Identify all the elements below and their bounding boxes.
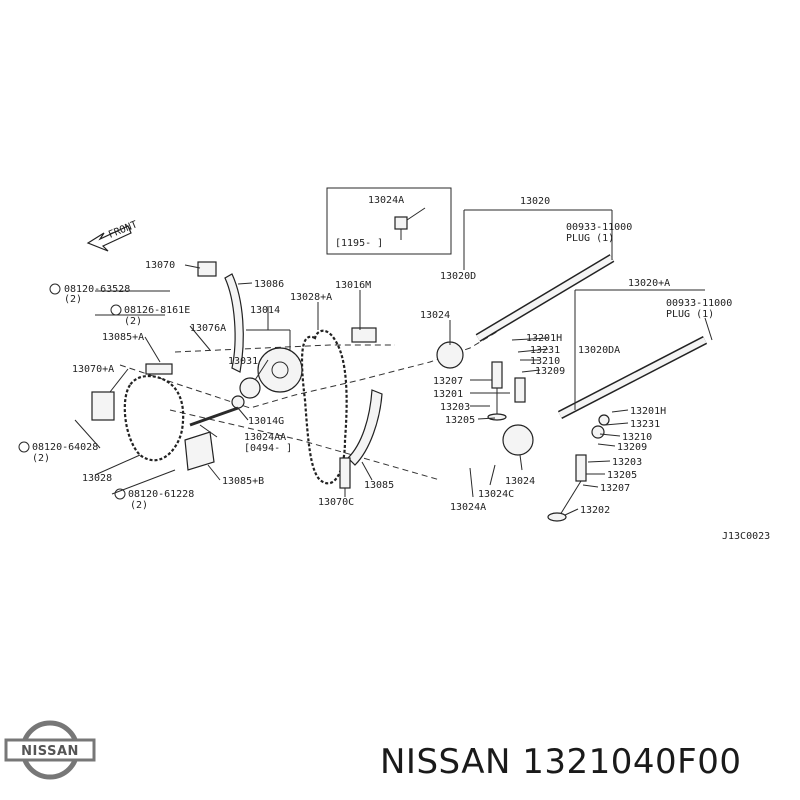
label-13205-b: 13205 xyxy=(607,470,637,481)
front-label: FRONT xyxy=(107,219,139,240)
label-13020D: 13020D xyxy=(440,271,476,282)
logo-text: NISSAN xyxy=(21,744,79,759)
guide-13085 xyxy=(347,389,383,466)
chain-guide-13086 xyxy=(224,273,244,373)
tensioner-13070 xyxy=(197,261,217,277)
label-13209-b: 13209 xyxy=(617,442,647,453)
label-13210-a: 13210 xyxy=(530,356,560,367)
label-13024AA-range: [0494- ] xyxy=(244,443,292,454)
label-13203-b: 13203 xyxy=(612,457,642,468)
bolt-13024AA xyxy=(189,406,239,427)
part-13016M xyxy=(351,327,377,343)
label-13203-a: 13203 xyxy=(440,402,470,413)
label-13201H-a: 13201H xyxy=(526,333,562,344)
label-08120-61228: 08120-61228 xyxy=(128,489,194,500)
sprocket-13014 xyxy=(257,347,303,393)
label-13086: 13086 xyxy=(254,279,284,290)
label-08120-64028: 08120-64028 xyxy=(32,442,98,453)
label-13210-b: 13210 xyxy=(622,432,652,443)
label-plug2-text: PLUG (1) xyxy=(666,309,714,320)
part-number-caption: NISSAN 1321040F00 xyxy=(380,742,742,782)
label-13024: 13024 xyxy=(420,310,450,321)
label-13031: 13031 xyxy=(228,356,258,367)
sprocket-13014G xyxy=(231,395,245,409)
dashed-outline-upper xyxy=(174,344,395,353)
label-08120-64028-qty: (2) xyxy=(32,453,50,464)
dashed-outline xyxy=(119,329,501,409)
bolt-symbol-icon xyxy=(18,283,126,500)
label-08120-63528: 08120-63528 xyxy=(64,284,130,295)
label-13020: 13020 xyxy=(520,196,550,207)
label-13085: 13085 xyxy=(364,480,394,491)
label-13014G: 13014G xyxy=(248,416,284,427)
dashed-outline-lower xyxy=(169,409,441,481)
front-arrow-icon: FRONT xyxy=(86,219,139,252)
label-13028: 13028 xyxy=(82,473,112,484)
label-13201: 13201 xyxy=(433,389,463,400)
guide-13085A xyxy=(145,363,173,375)
label-08120-63528-qty: (2) xyxy=(64,294,82,305)
label-13231-b: 13231 xyxy=(630,419,660,430)
inset-box xyxy=(326,187,452,255)
diagram-code: J13C0023 xyxy=(722,531,770,542)
label-13201H-b: 13201H xyxy=(630,406,666,417)
inset-sensor-icon xyxy=(394,207,426,240)
label-13024AA: 13024AA xyxy=(244,432,286,443)
label-08120-61228-qty: (2) xyxy=(130,500,148,511)
cam-sprocket-lower xyxy=(502,424,534,456)
sprocket-13031 xyxy=(239,377,261,399)
label-13070: 13070 xyxy=(145,260,175,271)
inset-range: [1195- ] xyxy=(335,238,383,249)
label-13209-a: 13209 xyxy=(535,366,565,377)
label-13070A: 13070+A xyxy=(72,364,114,375)
timing-chain-primary xyxy=(300,329,348,485)
part-13070C xyxy=(339,457,351,489)
tensioner-13070A xyxy=(91,391,115,421)
label-plug1-text: PLUG (1) xyxy=(566,233,614,244)
valve-assembly-right xyxy=(547,414,610,522)
label-plug2-num: 00933-11000 xyxy=(666,298,732,309)
label-13020DA: 13020DA xyxy=(578,345,620,356)
label-13020A: 13020+A xyxy=(628,278,670,289)
label-13070C: 13070C xyxy=(318,497,354,508)
label-13085B: 13085+B xyxy=(222,476,264,487)
nissan-logo-icon: NISSAN xyxy=(4,720,96,780)
inset-label: 13024A xyxy=(368,195,404,206)
label-13207-b: 13207 xyxy=(600,483,630,494)
label-plug1-num: 00933-11000 xyxy=(566,222,632,233)
label-13024C: 13024C xyxy=(478,489,514,500)
label-13076A: 13076A xyxy=(190,323,226,334)
guide-13085B xyxy=(184,431,215,471)
label-13028A: 13028+A xyxy=(290,292,332,303)
part-labels: 13070 13086 13016M 13028+A 13014 08120-6… xyxy=(32,196,732,516)
label-13016M: 13016M xyxy=(335,280,371,291)
label-13207-a: 13207 xyxy=(433,376,463,387)
label-08126-8161E: 08126-8161E xyxy=(124,305,190,316)
label-13205-a: 13205 xyxy=(445,415,475,426)
label-13202: 13202 xyxy=(580,505,610,516)
label-13085A: 13085+A xyxy=(102,332,144,343)
label-13014: 13014 xyxy=(250,305,280,316)
label-13024A-b: 13024A xyxy=(450,502,486,513)
label-13024-b: 13024 xyxy=(505,476,535,487)
valve-assembly-left xyxy=(487,361,526,421)
label-13231-a: 13231 xyxy=(530,345,560,356)
timing-chain-secondary xyxy=(123,374,185,462)
cam-sprocket-upper xyxy=(436,341,464,369)
label-08126-8161E-qty: (2) xyxy=(124,316,142,327)
